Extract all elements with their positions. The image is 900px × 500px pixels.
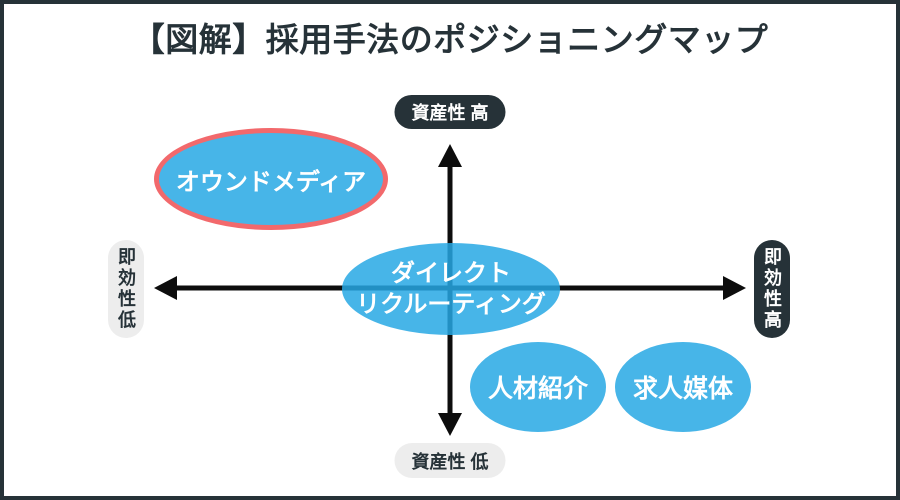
axis-label-immediacy-low: 即効性低	[108, 240, 144, 338]
bubble-direct-recruiting-label-line2: リクルーティング	[356, 291, 546, 318]
arrowhead-up-icon	[438, 144, 462, 167]
arrowhead-left-icon	[154, 276, 177, 300]
axis-label-asset-high: 資産性 高	[394, 95, 506, 129]
bubble-job-board: 求人媒体	[615, 342, 751, 432]
bubble-recruitment-agency-label: 人材紹介	[487, 375, 588, 403]
arrowhead-right-icon	[723, 276, 746, 300]
axis-label-asset-low: 資産性 低	[394, 443, 506, 478]
axis-label-immediacy-high: 即効性高	[754, 240, 790, 338]
bubble-direct-recruiting-label-line1: ダイレクト	[391, 260, 511, 287]
bubble-owned-media-label: オウンドメディア	[175, 168, 367, 196]
bubble-recruitment-agency: 人材紹介	[470, 342, 606, 432]
arrowhead-down-icon	[438, 413, 462, 436]
bubble-owned-media: オウンドメディア	[154, 128, 388, 230]
bubble-direct-recruiting: ダイレクト リクルーティング	[342, 243, 560, 335]
bubble-job-board-label: 求人媒体	[632, 375, 733, 403]
page-title: 【図解】採用手法のポジショニングマップ	[131, 21, 769, 58]
